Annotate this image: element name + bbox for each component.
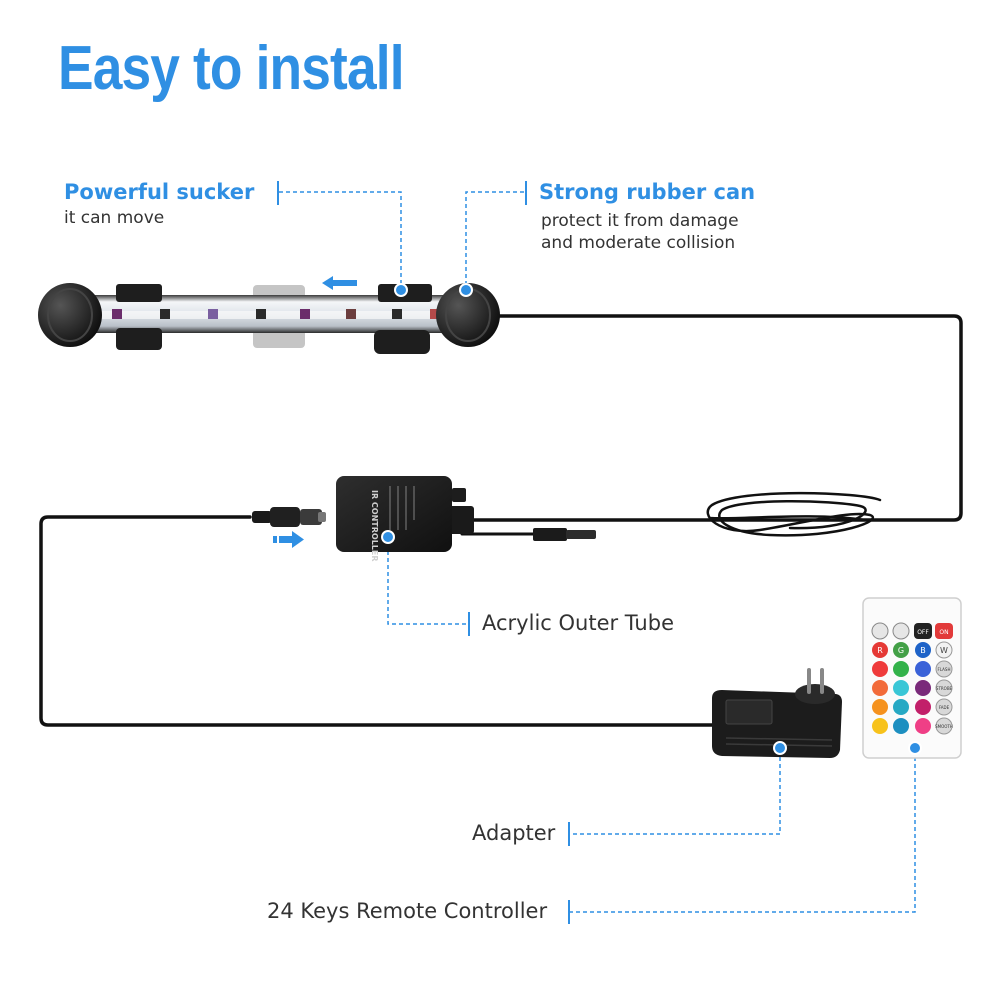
plug-in-arrow-right	[273, 531, 304, 548]
leader-remote	[570, 750, 916, 913]
led-tube	[38, 283, 500, 354]
remote-key-g: G	[898, 646, 904, 655]
page-title: Easy to install	[58, 34, 405, 103]
tube-label: Acrylic Outer Tube	[482, 611, 674, 635]
marker-rubber	[459, 283, 473, 297]
callout-sucker-title: Powerful sucker	[64, 180, 255, 204]
leader-tube	[387, 537, 468, 625]
tube-label-bar	[468, 612, 470, 636]
callout-sucker-bar	[277, 181, 279, 205]
jst-connector	[533, 528, 596, 541]
end-cap-left	[38, 283, 102, 347]
remote-label: 24 Keys Remote Controller	[267, 899, 548, 923]
remote-key-r: R	[877, 646, 883, 655]
dc-plug	[252, 507, 326, 527]
remote-key-strobe: STROBE	[936, 686, 953, 691]
cable-tube-to-controller	[466, 314, 963, 522]
marker-sucker	[394, 283, 408, 297]
adapter-label: Adapter	[472, 821, 556, 845]
remote-key-b: B	[920, 646, 926, 655]
remote-key-w: W	[940, 646, 948, 655]
callout-rubber-title: Strong rubber can	[539, 180, 756, 204]
leader-sucker	[279, 191, 402, 287]
callout-rubber-line2: and moderate collision	[541, 233, 736, 253]
remote-key-flash: FLASH	[938, 667, 951, 672]
leader-rubber	[465, 191, 524, 287]
remote-controller: OFF ON R G B W FLASH STROBE FADE SMOOTH	[862, 597, 962, 759]
marker-tube	[381, 530, 395, 544]
adapter-label-bar	[568, 822, 570, 846]
marker-dots	[381, 283, 922, 755]
remote-color-keys	[872, 661, 931, 734]
power-adapter	[712, 668, 842, 758]
marker-remote	[908, 741, 922, 755]
remote-key-on: ON	[939, 629, 948, 636]
led-chips	[112, 309, 440, 319]
cable-controller-to-adapter	[39, 515, 714, 727]
callout-rubber-bar	[525, 181, 527, 205]
cable-coil	[706, 491, 882, 537]
callout-sucker-text: it can move	[64, 208, 165, 228]
controller-box-text: IR CONTROLLER	[370, 490, 379, 562]
marker-adapter	[773, 741, 787, 755]
ir-controller-box: IR CONTROLLER	[336, 476, 474, 562]
leader-adapter	[570, 750, 781, 835]
callout-rubber-line1: protect it from damage	[541, 211, 739, 231]
remote-key-fade: FADE	[939, 705, 950, 710]
remote-label-bar	[568, 900, 570, 924]
remote-key-off: OFF	[917, 629, 929, 636]
end-cap-right	[436, 283, 500, 347]
move-arrow-left	[322, 276, 357, 290]
remote-key-smooth: SMOOTH	[935, 724, 953, 729]
cables	[39, 314, 963, 727]
leader-lines	[279, 191, 916, 913]
